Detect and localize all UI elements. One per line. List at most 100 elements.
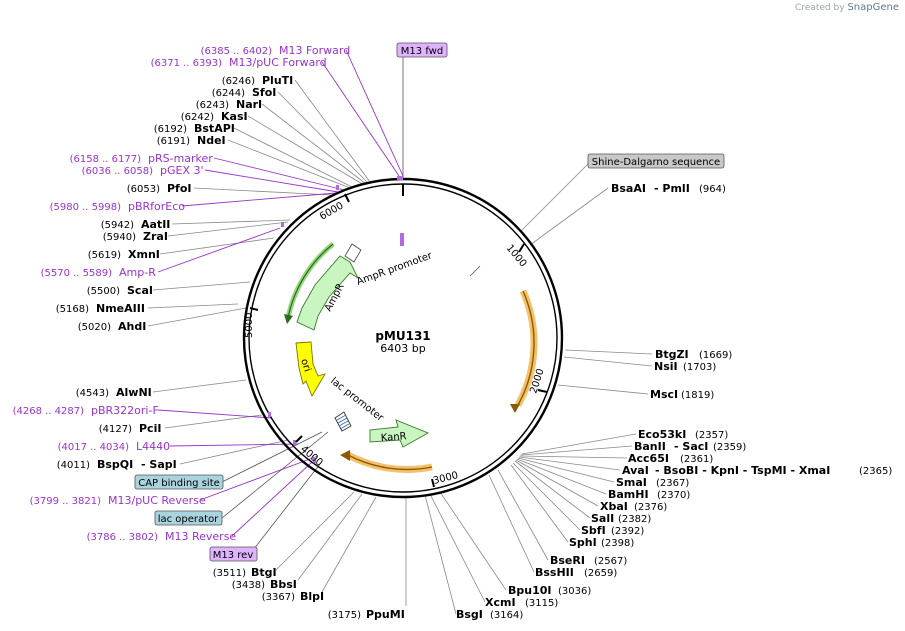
sbfi-name: SbfI xyxy=(581,524,606,537)
enzyme-label-sali[interactable]: SalI (2382) xyxy=(591,512,651,525)
saci-name: - SacI xyxy=(674,440,708,453)
pluti-name: PluTI xyxy=(262,74,293,87)
sfoi-name: SfoI xyxy=(252,86,276,99)
enzyme-label-banii[interactable]: BanII - SacI (2359) xyxy=(634,440,746,453)
inner-marker-line xyxy=(469,265,481,277)
enzyme-label-xbai[interactable]: XbaI (2376) xyxy=(600,500,667,513)
feature-label-pbr322ori[interactable]: (4268 .. 4287) pBR322ori-F xyxy=(13,404,159,417)
aatii-pos: (5942) xyxy=(101,220,134,231)
zrai-pos: (5940) xyxy=(103,232,136,243)
feature-label-pbrforeco[interactable]: (5980 .. 5998) pBRforEco xyxy=(50,200,186,213)
feature-label-m13-puc-forward[interactable]: (6371 .. 6393) M13/pUC Forward xyxy=(151,56,327,69)
enzyme-label-xmni[interactable]: (5619) XmnI xyxy=(88,248,160,261)
bsgi-pos: (3164) xyxy=(490,610,523,621)
enzyme-label-bsshii[interactable]: BssHII (2659) xyxy=(535,566,617,579)
alwni-pos: (4543) xyxy=(76,388,109,399)
enzyme-label-eco53ki[interactable]: Eco53kI (2357) xyxy=(638,428,728,441)
feature-label-amp-r[interactable]: (5570 .. 5589) Amp-R xyxy=(41,266,157,279)
m13-puc-reverse-range: (3799 .. 3821) xyxy=(30,496,102,507)
enzyme-label-nmeaiii[interactable]: (5168) NmeAIII xyxy=(56,302,145,315)
kanr-arrow xyxy=(369,419,430,448)
enzyme-label-sfoi[interactable]: (6244) SfoI xyxy=(212,86,277,99)
ampr-arrow xyxy=(296,255,360,331)
ahdi-name: AhdI xyxy=(118,320,146,333)
enzyme-label-btgzi[interactable]: BtgZI (1669) xyxy=(655,348,732,361)
bsaai-name: BsaAI xyxy=(611,182,646,195)
bbsi-name: BbsI xyxy=(270,578,297,591)
enzyme-label-xcmi[interactable]: XcmI (3115) xyxy=(485,596,558,609)
enzyme-label-pfoi[interactable]: (6053) PfoI xyxy=(127,182,192,195)
box-lac-op-text: lac operator xyxy=(158,514,219,525)
sbfi-pos: (2392) xyxy=(611,526,644,537)
tick-5000: 5000 xyxy=(244,313,255,338)
btgi-pos: (3511) xyxy=(213,568,246,579)
orf-right-arrowhead xyxy=(510,404,520,413)
tick-3000: 3000 xyxy=(432,470,459,487)
pbrforeco-name: pBRforEco xyxy=(128,200,185,213)
enzyme-label-bspqi[interactable]: (4011) BspQI - SapI xyxy=(57,458,177,471)
feature-label-prs-marker[interactable]: (6158 .. 6177) pRS-marker xyxy=(70,152,214,165)
enzyme-label-bsgi[interactable]: BsgI (3164) xyxy=(456,608,523,621)
sapi-name: - SapI xyxy=(141,458,177,471)
feature-label-m13-reverse[interactable]: (3786 .. 3802) M13 Reverse xyxy=(87,530,237,543)
pcii-name: PciI xyxy=(139,422,161,435)
nmeaiii-pos: (5168) xyxy=(56,304,89,315)
box-leader-lines xyxy=(221,57,404,555)
enzyme-label-alwni[interactable]: (4543) AlwNI xyxy=(76,386,152,399)
feature-label-l4440[interactable]: (4017 .. 4034) L4440 xyxy=(58,440,171,453)
pgex3-range: (6036 .. 6058) xyxy=(82,166,154,177)
pfoi-pos: (6053) xyxy=(127,184,160,195)
pluti-pos: (6246) xyxy=(222,76,255,87)
bpu10i-name: Bpu10I xyxy=(508,584,552,597)
enzyme-label-msci[interactable]: MscI (1819) xyxy=(650,388,714,401)
enzyme-label-sphi[interactable]: SphI (2398) xyxy=(569,536,634,549)
box-shine-dalgarno[interactable]: Shine-Dalgarno sequence xyxy=(587,153,725,169)
l4440-range: (4017 .. 4034) xyxy=(58,442,130,453)
enzyme-label-btgi[interactable]: (3511) BtgI xyxy=(213,566,277,579)
box-m13-rev[interactable]: M13 rev xyxy=(209,546,258,562)
enzyme-label-kasi[interactable]: (6242) KasI xyxy=(181,110,248,123)
enzyme-label-scai[interactable]: (5500) ScaI xyxy=(87,284,153,297)
enzyme-label-ahdi[interactable]: (5020) AhdI xyxy=(78,320,147,333)
feature-label-m13-puc-reverse[interactable]: (3799 .. 3821) M13/pUC Reverse xyxy=(30,494,206,507)
prs-marker-range: (6158 .. 6177) xyxy=(70,154,142,165)
enzyme-label-avai[interactable]: AvaI - BsoBI - KpnI - TspMI - XmaI (2365… xyxy=(622,464,892,477)
enzyme-label-nsii[interactable]: NsiI (1703) xyxy=(654,360,716,373)
enzyme-label-ppumi[interactable]: (3175) PpuMI xyxy=(328,608,405,621)
m13-reverse-range: (3786 .. 3802) xyxy=(87,532,159,543)
bspqi-name: BspQI xyxy=(97,458,133,471)
box-lac-operator[interactable]: lac operator xyxy=(154,510,223,526)
primer-marks xyxy=(268,176,404,463)
m13-forward-name: M13 Forward xyxy=(279,44,350,57)
feature-label-m13-forward[interactable]: (6385 .. 6402) M13 Forward xyxy=(201,44,351,57)
enzyme-label-bbsi[interactable]: (3438) BbsI xyxy=(232,578,297,591)
zrai-name: ZraI xyxy=(143,230,168,243)
avai-name: AvaI xyxy=(622,464,649,477)
enzyme-label-bstapi[interactable]: (6192) BstAPI xyxy=(154,122,235,135)
banii-name: BanII xyxy=(634,440,666,453)
enzyme-label-zrai[interactable]: (5940) ZraI xyxy=(103,230,168,243)
xcmi-name: XcmI xyxy=(485,596,516,609)
enzyme-label-blpi[interactable]: (3367) BlpI xyxy=(262,590,324,603)
box-m13-fwd-text: M13 fwd xyxy=(401,46,443,57)
acc65i-pos: (2361) xyxy=(680,454,713,465)
pcii-pos: (4127) xyxy=(99,424,132,435)
enzyme-label-smai[interactable]: SmaI (2367) xyxy=(616,476,689,489)
enzyme-label-bamhi[interactable]: BamHI (2370) xyxy=(608,488,690,501)
kasi-name: KasI xyxy=(221,110,248,123)
enzyme-label-pluti[interactable]: (6246) PluTI xyxy=(222,74,294,87)
enzyme-label-acc65i[interactable]: Acc65I (2361) xyxy=(628,452,713,465)
box-cap-binding[interactable]: CAP binding site xyxy=(134,474,224,490)
enzyme-label-nari[interactable]: (6243) NarI xyxy=(196,98,262,111)
enzyme-label-bseri[interactable]: BseRI (2567) xyxy=(550,554,627,567)
enzyme-label-aatii[interactable]: (5942) AatII xyxy=(101,218,171,231)
enzyme-label-bsaai[interactable]: BsaAI - PmlI (964) xyxy=(611,182,726,195)
enzyme-label-pcii[interactable]: (4127) PciI xyxy=(99,422,162,435)
box-m13-fwd[interactable]: M13 fwd xyxy=(396,42,448,58)
enzyme-label-sbfi[interactable]: SbfI (2392) xyxy=(581,524,644,537)
feature-label-pgex3[interactable]: (6036 .. 6058) pGEX 3' xyxy=(82,164,204,177)
bsaai-pos: (964) xyxy=(699,184,726,195)
enzyme-label-ndei[interactable]: (6191) NdeI xyxy=(157,134,226,147)
enzyme-label-bpu10i[interactable]: Bpu10I (3036) xyxy=(508,584,591,597)
